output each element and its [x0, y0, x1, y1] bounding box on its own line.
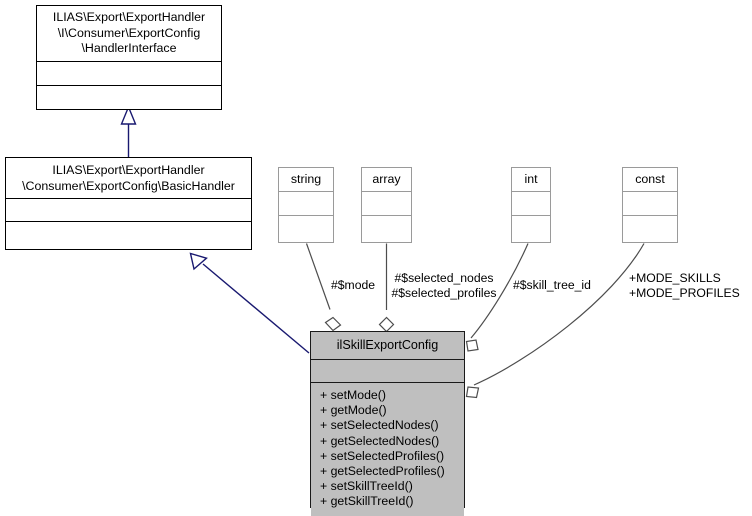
node-basic-handler[interactable]: ILIAS\Export\ExportHandler \Consumer\Exp… [5, 157, 252, 250]
method-item: + setSelectedProfiles() [320, 448, 445, 463]
node-type-string-attributes [279, 191, 333, 215]
node-type-string-operations [279, 215, 333, 239]
method-item: + getSelectedNodes() [320, 433, 440, 448]
node-type-array-operations [362, 215, 411, 239]
node-type-const[interactable]: const [622, 167, 678, 243]
method-item: + setSkillTreeId() [320, 479, 413, 494]
node-basic-handler-title: ILIAS\Export\ExportHandler \Consumer\Exp… [22, 163, 235, 193]
node-type-const-operations [623, 215, 677, 239]
node-handler-interface-title: ILIAS\Export\ExportHandler \I\Consumer\E… [52, 10, 206, 55]
node-type-const-title: const [635, 172, 665, 186]
node-type-array[interactable]: array [361, 167, 412, 243]
node-type-array-attributes [362, 191, 411, 215]
node-type-array-title: array [372, 172, 401, 186]
node-type-const-attributes [623, 191, 677, 215]
node-type-string[interactable]: string [278, 167, 334, 243]
node-basic-handler-operations [6, 221, 251, 244]
edge-label-selected-nodes-profiles: #$selected_nodes #$selected_profiles [391, 271, 497, 300]
node-ilskillexportconfig-operations: + setMode() + getMode() + setSelectedNod… [311, 382, 464, 516]
method-item: + setSelectedNodes() [320, 418, 439, 433]
inheritance-edge-basichandler-to-interface [120, 105, 137, 157]
edge-label-mode-constants: +MODE_SKILLS +MODE_PROFILES [629, 271, 740, 300]
node-type-int-operations [512, 215, 550, 239]
node-ilskillexportconfig[interactable]: ilSkillExportConfig + setMode() + getMod… [310, 331, 465, 516]
association-edge-const-to-focus [465, 243, 645, 399]
method-item: + getSelectedProfiles() [320, 464, 445, 479]
node-handler-interface-operations [37, 84, 221, 109]
method-item: + getSkillTreeId() [320, 494, 414, 509]
edge-label-mode: #$mode [331, 278, 376, 292]
node-ilskillexportconfig-attributes [311, 359, 464, 382]
node-basic-handler-attributes [6, 198, 251, 221]
node-handler-interface-attributes [37, 60, 221, 85]
node-type-string-title: string [290, 172, 322, 186]
node-type-int-attributes [512, 191, 550, 215]
inheritance-edge-focus-to-basichandler [189, 252, 310, 354]
node-ilskillexportconfig-title: ilSkillExportConfig [311, 332, 464, 359]
node-handler-interface[interactable]: ILIAS\Export\ExportHandler \I\Consumer\E… [36, 5, 222, 110]
method-item: + getMode() [320, 403, 387, 418]
node-type-int-title: int [524, 172, 538, 186]
method-item: + setMode() [320, 388, 386, 402]
node-type-int[interactable]: int [511, 167, 551, 243]
edge-label-skill-tree-id: #$skill_tree_id [513, 278, 591, 292]
